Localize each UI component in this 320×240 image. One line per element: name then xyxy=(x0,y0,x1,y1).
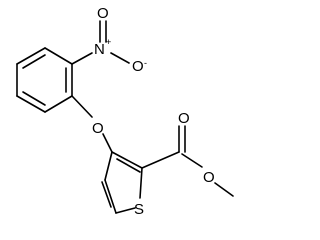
double-bond-inner xyxy=(22,91,46,106)
bond xyxy=(111,151,143,169)
atom-nitro-o-right: O xyxy=(132,58,144,75)
atom-nitro-o-top: O xyxy=(97,5,109,22)
bond xyxy=(71,95,93,118)
bond xyxy=(101,181,112,208)
bond xyxy=(16,47,46,65)
molecule-structure: N + O O - O S O O xyxy=(16,5,234,218)
bond xyxy=(115,207,136,214)
atom-ether-o: O xyxy=(92,120,104,137)
bond xyxy=(102,133,113,153)
bond xyxy=(141,151,180,169)
methyl-ester: O O xyxy=(141,110,234,197)
thiophene-ring: S xyxy=(101,151,144,218)
benzene-ring xyxy=(16,47,73,113)
bond xyxy=(71,52,93,65)
charge-minus: - xyxy=(144,58,147,68)
atom-ester-o-carbonyl: O xyxy=(178,110,190,127)
bond xyxy=(214,182,234,197)
bond xyxy=(181,153,203,168)
charge-plus: + xyxy=(106,37,111,47)
double-bond-inner xyxy=(22,54,46,69)
atom-ester-o-single: O xyxy=(203,169,215,186)
bond xyxy=(44,95,73,113)
bond xyxy=(104,179,117,214)
bond xyxy=(104,151,113,181)
atom-nitro-n: N xyxy=(94,41,105,58)
bond xyxy=(110,52,130,64)
bond xyxy=(16,95,46,113)
bond xyxy=(44,47,73,65)
atom-thiophene-s: S xyxy=(134,201,144,218)
ether-linkage: O xyxy=(71,95,113,153)
bond xyxy=(116,158,141,173)
bond xyxy=(139,167,143,199)
nitro-group: N + O O - xyxy=(71,5,147,75)
